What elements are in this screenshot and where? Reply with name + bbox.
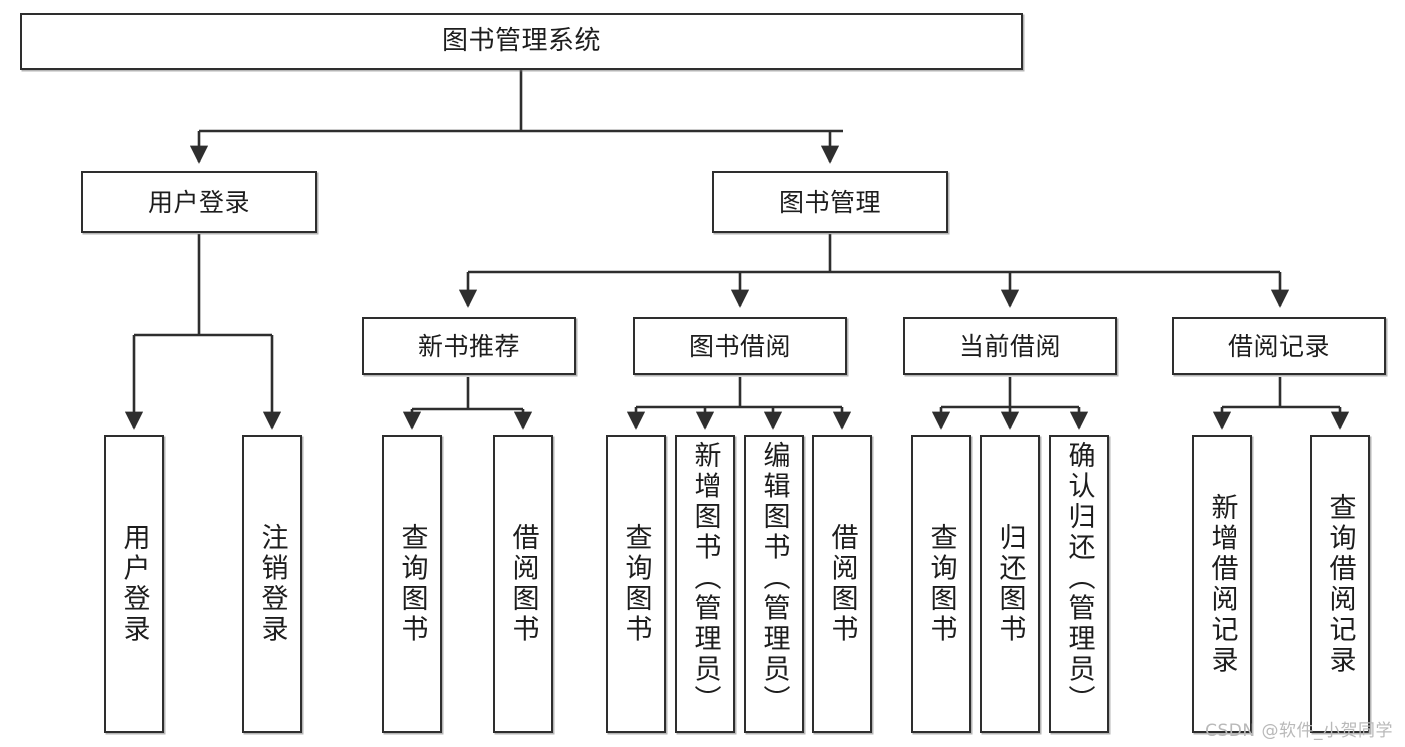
leaf-user-login-login[interactable]: 用户登录 bbox=[104, 435, 164, 733]
node-book-management[interactable]: 图书管理 bbox=[712, 171, 948, 233]
node-root-system[interactable]: 图书管理系统 bbox=[20, 13, 1023, 70]
node-label: 确认归还（管理员） bbox=[1063, 441, 1095, 716]
leaf-current-confirm-return-admin[interactable]: 确认归还（管理员） bbox=[1049, 435, 1109, 733]
node-label: 归还图书 bbox=[994, 523, 1026, 645]
leaf-current-query-book[interactable]: 查询图书 bbox=[911, 435, 971, 733]
node-label: 注销登录 bbox=[256, 523, 288, 645]
node-label: 当前借阅 bbox=[958, 331, 1061, 361]
leaf-borrow-query-book[interactable]: 查询图书 bbox=[606, 435, 666, 733]
node-book-borrow[interactable]: 图书借阅 bbox=[633, 317, 847, 375]
node-label: 借阅记录 bbox=[1227, 331, 1330, 361]
node-label: 编辑图书（管理员） bbox=[758, 441, 790, 716]
leaf-borrow-add-book-admin[interactable]: 新增图书（管理员） bbox=[675, 435, 735, 733]
node-borrow-record[interactable]: 借阅记录 bbox=[1172, 317, 1386, 375]
node-label: 图书管理 bbox=[778, 187, 881, 217]
node-label: 用户登录 bbox=[147, 187, 250, 217]
node-label: 用户登录 bbox=[118, 523, 150, 645]
node-label: 查询图书 bbox=[396, 523, 428, 645]
node-label: 图书管理系统 bbox=[441, 26, 601, 57]
leaf-borrow-borrow-book[interactable]: 借阅图书 bbox=[812, 435, 872, 733]
node-new-book-recommend[interactable]: 新书推荐 bbox=[362, 317, 576, 375]
leaf-borrow-edit-book-admin[interactable]: 编辑图书（管理员） bbox=[744, 435, 804, 733]
node-label: 查询借阅记录 bbox=[1324, 492, 1356, 676]
leaf-current-return-book[interactable]: 归还图书 bbox=[980, 435, 1040, 733]
node-label: 查询图书 bbox=[620, 523, 652, 645]
node-user-login[interactable]: 用户登录 bbox=[81, 171, 317, 233]
node-label: 图书借阅 bbox=[688, 331, 791, 361]
leaf-record-add-record[interactable]: 新增借阅记录 bbox=[1192, 435, 1252, 733]
leaf-record-query-record[interactable]: 查询借阅记录 bbox=[1310, 435, 1370, 733]
node-label: 新增借阅记录 bbox=[1206, 492, 1238, 676]
node-label: 查询图书 bbox=[925, 523, 957, 645]
leaf-user-login-logout[interactable]: 注销登录 bbox=[242, 435, 302, 733]
leaf-recommend-borrow-book[interactable]: 借阅图书 bbox=[493, 435, 553, 733]
node-label: 借阅图书 bbox=[507, 523, 539, 645]
node-label: 新书推荐 bbox=[417, 331, 520, 361]
leaf-recommend-query-book[interactable]: 查询图书 bbox=[382, 435, 442, 733]
node-label: 新增图书（管理员） bbox=[689, 441, 721, 716]
node-current-borrow[interactable]: 当前借阅 bbox=[903, 317, 1117, 375]
node-label: 借阅图书 bbox=[826, 523, 858, 645]
